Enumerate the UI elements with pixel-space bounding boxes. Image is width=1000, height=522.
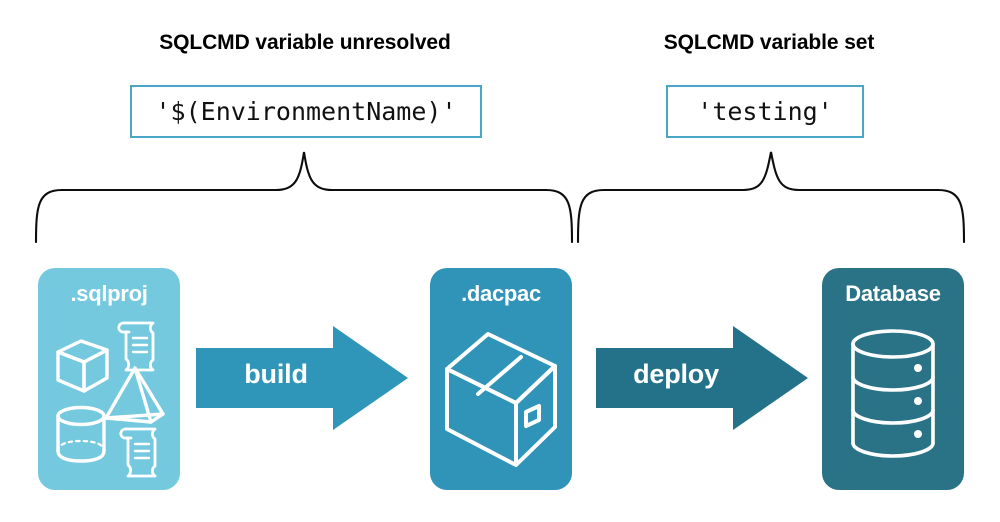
stage-label-database: Database bbox=[845, 281, 941, 306]
sqlcmd-variable-unresolved-box: '$(EnvironmentName)' bbox=[130, 85, 482, 138]
annotation-heading-unresolved: SQLCMD variable unresolved bbox=[159, 31, 451, 54]
cube-icon bbox=[56, 339, 109, 393]
brace-right bbox=[576, 151, 966, 244]
arrow-right-icon bbox=[196, 326, 408, 430]
brace-left bbox=[34, 151, 574, 244]
stage-label-dacpac: .dacpac bbox=[461, 281, 541, 306]
arrow-build[interactable]: build bbox=[196, 326, 418, 430]
sqlcmd-variable-set-value: 'testing' bbox=[697, 97, 833, 126]
arrow-deploy[interactable]: deploy bbox=[596, 326, 818, 430]
stage-box-database[interactable]: Database bbox=[822, 268, 964, 490]
database-cylinder-icon bbox=[851, 329, 935, 458]
script-scroll-icon bbox=[119, 427, 157, 478]
stage-box-sqlproj[interactable]: .sqlproj bbox=[38, 268, 180, 490]
package-box-icon bbox=[445, 332, 557, 467]
stage-box-dacpac[interactable]: .dacpac bbox=[430, 268, 572, 490]
sqlcmd-variable-set-box: 'testing' bbox=[666, 85, 864, 138]
script-scroll-icon bbox=[117, 321, 155, 372]
stage-label-sqlproj: .sqlproj bbox=[70, 281, 148, 306]
pyramid-icon bbox=[104, 366, 165, 424]
cylinder-icon bbox=[56, 405, 106, 463]
arrow-right-icon bbox=[596, 326, 808, 430]
sql-project-objects-icon bbox=[56, 321, 165, 478]
sqlcmd-variable-unresolved-value: '$(EnvironmentName)' bbox=[155, 97, 457, 126]
annotation-heading-set: SQLCMD variable set bbox=[663, 31, 875, 54]
